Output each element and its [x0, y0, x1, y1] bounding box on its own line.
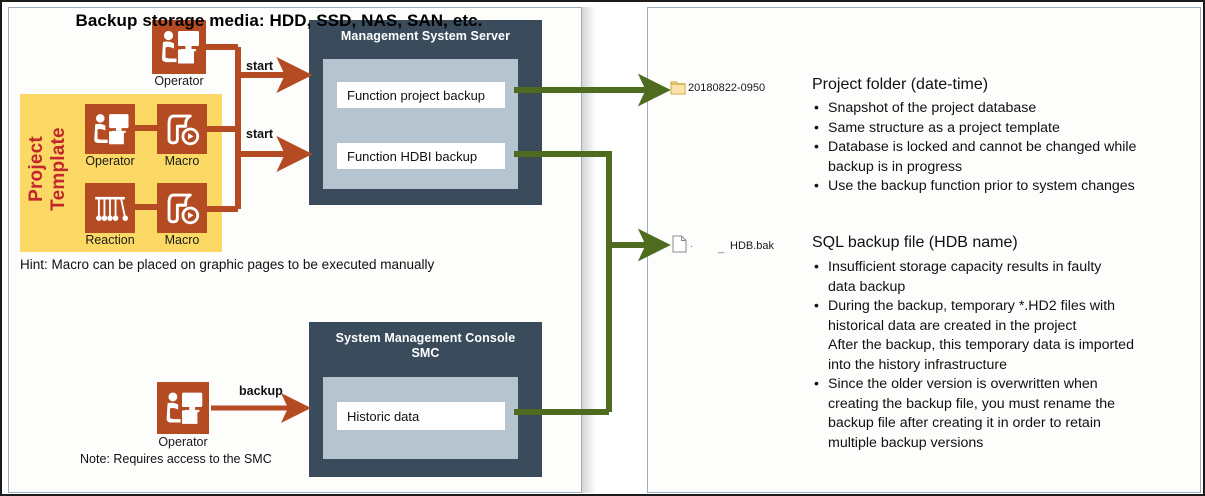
- file-name-prefix-dot: .: [690, 239, 693, 250]
- list-item: Since the older version is overwritten w…: [812, 374, 1184, 395]
- edge-label-backup: backup: [239, 384, 283, 398]
- smc-title-line-1: System Management Console: [335, 331, 516, 345]
- system-management-console-title: System Management Console SMC: [309, 322, 542, 361]
- management-system-server-box: Management System Server Function projec…: [309, 20, 542, 205]
- project-template-label: Project Template: [26, 127, 69, 211]
- list-item: During the backup, temporary *.HD2 files…: [812, 296, 1184, 317]
- function-project-backup[interactable]: Function project backup: [337, 82, 505, 108]
- list-item: Use the backup function prior to system …: [812, 176, 1182, 197]
- sql-backup-file-bullets: Insufficient storage capacity results in…: [812, 257, 1184, 453]
- template-reaction-caption: Reaction: [85, 233, 135, 247]
- project-folder-heading: Project folder (date-time): [812, 76, 989, 93]
- reaction-icon: [85, 183, 135, 233]
- management-system-server-inner: Function project backup Function HDBI ba…: [323, 59, 518, 189]
- list-item: into the history infrastructure: [828, 356, 1007, 373]
- list-item: Same structure as a project template: [812, 118, 1182, 139]
- management-system-server-title: Management System Server: [340, 29, 511, 43]
- operator-top-caption: Operator: [154, 74, 204, 88]
- file-icon: [672, 235, 687, 258]
- function-hdbi-backup[interactable]: Function HDBI backup: [337, 143, 505, 169]
- list-item: data backup: [828, 278, 906, 295]
- hint-text: Hint: Macro can be placed on graphic pag…: [20, 257, 435, 272]
- smc-title-line-2: SMC: [411, 346, 440, 360]
- project-folder-bullets: Snapshot of the project database Same st…: [812, 98, 1182, 197]
- list-item: Snapshot of the project database: [812, 98, 1182, 119]
- operator-icon: [85, 104, 135, 154]
- list-item: historical data are created in the proje…: [828, 317, 1077, 334]
- list-item: After the backup, this temporary data is…: [828, 337, 1134, 353]
- sql-backup-file-name: HDB.bak: [730, 240, 775, 252]
- operator-bottom-caption: Operator: [158, 435, 208, 449]
- smc-access-note: Note: Requires access to the SMC: [80, 452, 272, 466]
- operator-icon: [152, 20, 206, 74]
- list-item: backup file after creating it in order t…: [828, 415, 1101, 431]
- list-item: multiple backup versions: [828, 434, 984, 451]
- template-macro-1-caption: Macro: [164, 154, 200, 168]
- connector-reaction-macro: [135, 204, 157, 210]
- backup-storage-media-title: Backup storage media: HDD, SSD, NAS, SAN…: [75, 11, 483, 30]
- list-item: creating the backup file, you must renam…: [828, 395, 1116, 412]
- template-macro-2-caption: Macro: [164, 233, 200, 247]
- list-item: Database is locked and cannot be changed…: [812, 137, 1182, 158]
- smc-inner: Historic data: [323, 377, 518, 459]
- project-folder-name: 20180822-0950: [688, 82, 766, 94]
- list-item: backup is in progress: [828, 158, 963, 175]
- template-operator-caption: Operator: [85, 154, 135, 168]
- edge-label-start-2: start: [246, 127, 274, 141]
- edge-label-start-1: start: [246, 59, 274, 73]
- function-historic-data[interactable]: Historic data: [337, 402, 505, 430]
- list-item: Insufficient storage capacity results in…: [812, 257, 1184, 278]
- file-name-prefix-underscore: _: [718, 242, 725, 254]
- macro-icon: [157, 104, 207, 154]
- panel-shadow: [582, 7, 596, 493]
- macro-icon: [157, 183, 207, 233]
- connector-operator-macro: [135, 125, 157, 131]
- sql-backup-file-heading: SQL backup file (HDB name): [812, 234, 1018, 251]
- system-management-console-box: System Management Console SMC Historic d…: [309, 322, 542, 477]
- folder-icon: [670, 80, 686, 101]
- operator-icon: [157, 382, 209, 434]
